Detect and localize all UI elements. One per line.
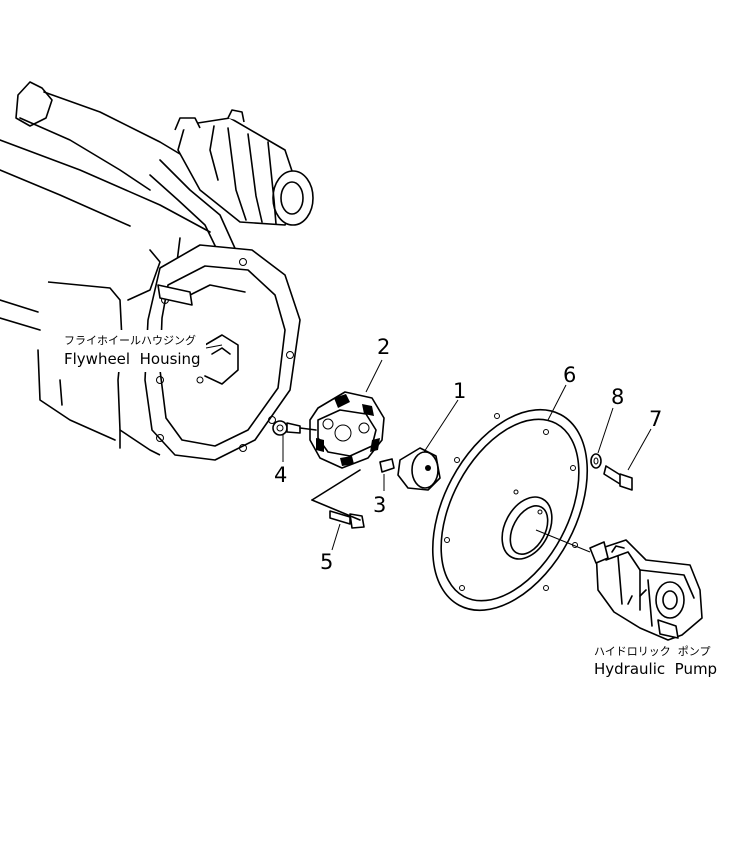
callout-3: 3 bbox=[373, 493, 386, 517]
flywheel-housing-label-en: Flywheel Housing bbox=[64, 350, 201, 368]
leader-lines bbox=[205, 344, 652, 553]
callout-8: 8 bbox=[611, 385, 624, 409]
callout-5: 5 bbox=[320, 550, 333, 574]
housing-label-bg bbox=[58, 330, 206, 372]
washer-icon bbox=[590, 453, 602, 469]
callout-1: 1 bbox=[453, 379, 466, 403]
callout-4: 4 bbox=[274, 463, 287, 487]
coupling-hub-icon bbox=[397, 447, 441, 491]
leader-8 bbox=[597, 407, 614, 454]
bolt-with-washer-icon bbox=[272, 420, 317, 436]
hydraulic-pump-icon bbox=[589, 539, 703, 641]
callout-7: 7 bbox=[649, 407, 662, 431]
mounting-plate-icon bbox=[431, 408, 589, 612]
leader-2 bbox=[365, 359, 383, 393]
bolt-icon bbox=[311, 469, 365, 529]
set-screw-icon bbox=[379, 458, 395, 473]
leader-5 bbox=[331, 523, 341, 551]
leader-housing bbox=[205, 344, 223, 349]
leader-1 bbox=[423, 399, 459, 453]
hydraulic-pump-label-en: Hydraulic Pump bbox=[594, 660, 717, 678]
flywheel-housing-label-jp: フライホイールハウジング bbox=[64, 333, 196, 347]
leader-6 bbox=[547, 384, 567, 421]
engine-assembly bbox=[0, 81, 314, 461]
bolt-icon bbox=[603, 465, 633, 491]
leader-pump bbox=[535, 529, 591, 553]
hydraulic-pump-label-jp: ハイドロリック ポンプ bbox=[594, 645, 710, 658]
callout-6: 6 bbox=[563, 363, 576, 387]
flexible-coupling-icon bbox=[309, 391, 385, 469]
leader-7 bbox=[627, 428, 652, 471]
callout-2: 2 bbox=[377, 335, 390, 359]
